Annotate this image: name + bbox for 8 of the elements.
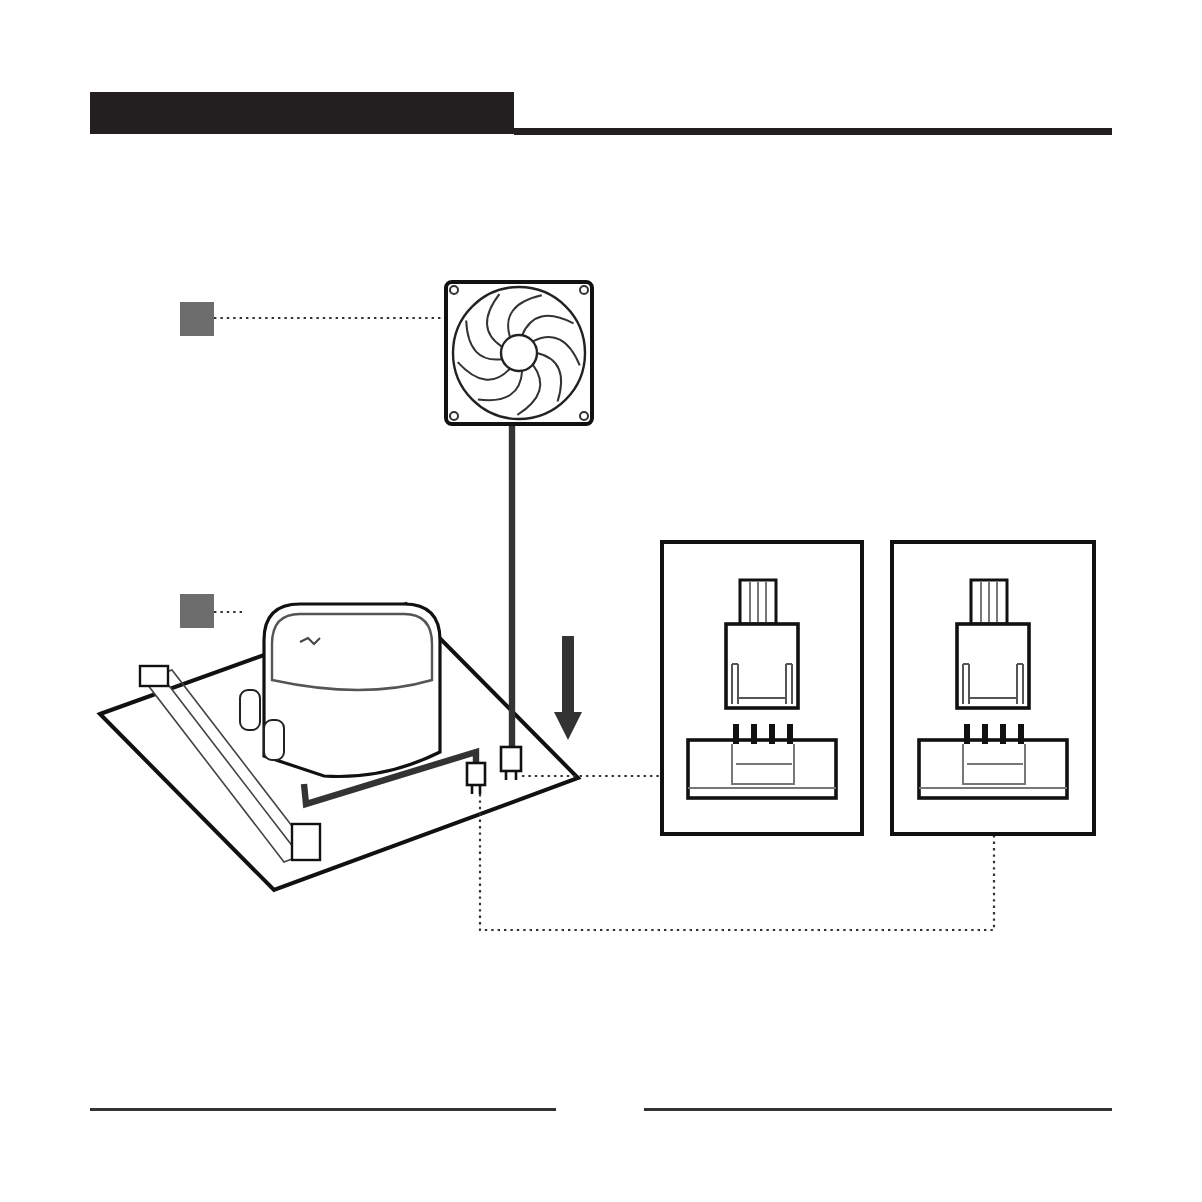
cable xyxy=(508,426,516,746)
cable xyxy=(300,747,480,809)
callout-square xyxy=(180,302,214,336)
leader-line xyxy=(478,794,996,932)
leader-line xyxy=(214,316,444,320)
leader-line xyxy=(522,774,660,778)
callout-square xyxy=(180,594,214,628)
leader-line xyxy=(214,610,244,614)
